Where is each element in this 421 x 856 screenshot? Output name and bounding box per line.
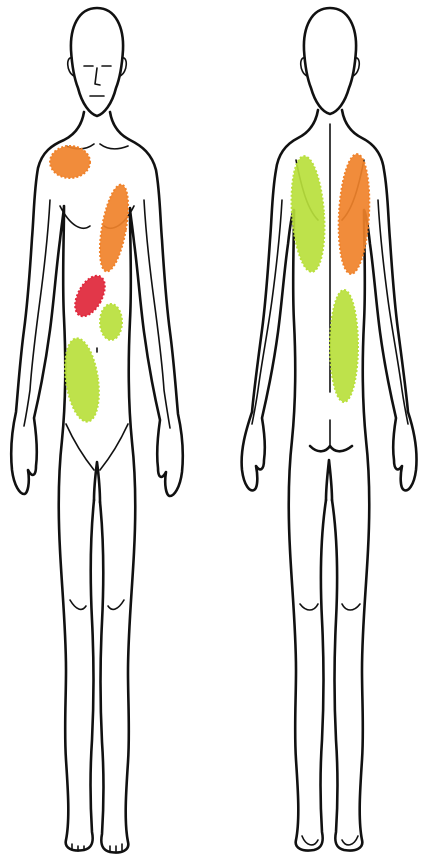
front-inner-arm-left xyxy=(24,200,50,426)
back-leg-gap xyxy=(326,460,332,500)
back-knee-left xyxy=(300,604,318,610)
back-heel-left xyxy=(302,836,318,845)
front-groin-right xyxy=(100,424,128,470)
front-toes-right xyxy=(110,844,122,851)
region-right-lower-back xyxy=(330,290,358,402)
region-left-chest xyxy=(95,183,134,274)
front-head xyxy=(71,8,123,116)
front-body-left-outline xyxy=(11,112,94,851)
front-groin-left xyxy=(66,424,94,470)
back-buttocks xyxy=(310,446,352,451)
front-knee-right xyxy=(108,600,124,609)
back-heel-right xyxy=(342,836,358,845)
region-right-upper-back xyxy=(336,153,372,274)
back-inner-arm-right xyxy=(378,200,408,424)
back-knee-right xyxy=(342,604,360,610)
front-figure xyxy=(11,8,183,853)
back-figure xyxy=(242,8,417,851)
front-knee-left xyxy=(70,600,86,609)
front-inner-arm-right xyxy=(144,200,170,428)
front-crotch xyxy=(94,462,100,502)
region-right-shoulder xyxy=(50,146,90,178)
back-head xyxy=(304,8,356,114)
region-left-upper-abdomen xyxy=(100,304,122,340)
front-clavicle-right xyxy=(100,144,128,149)
front-nose xyxy=(95,68,100,85)
